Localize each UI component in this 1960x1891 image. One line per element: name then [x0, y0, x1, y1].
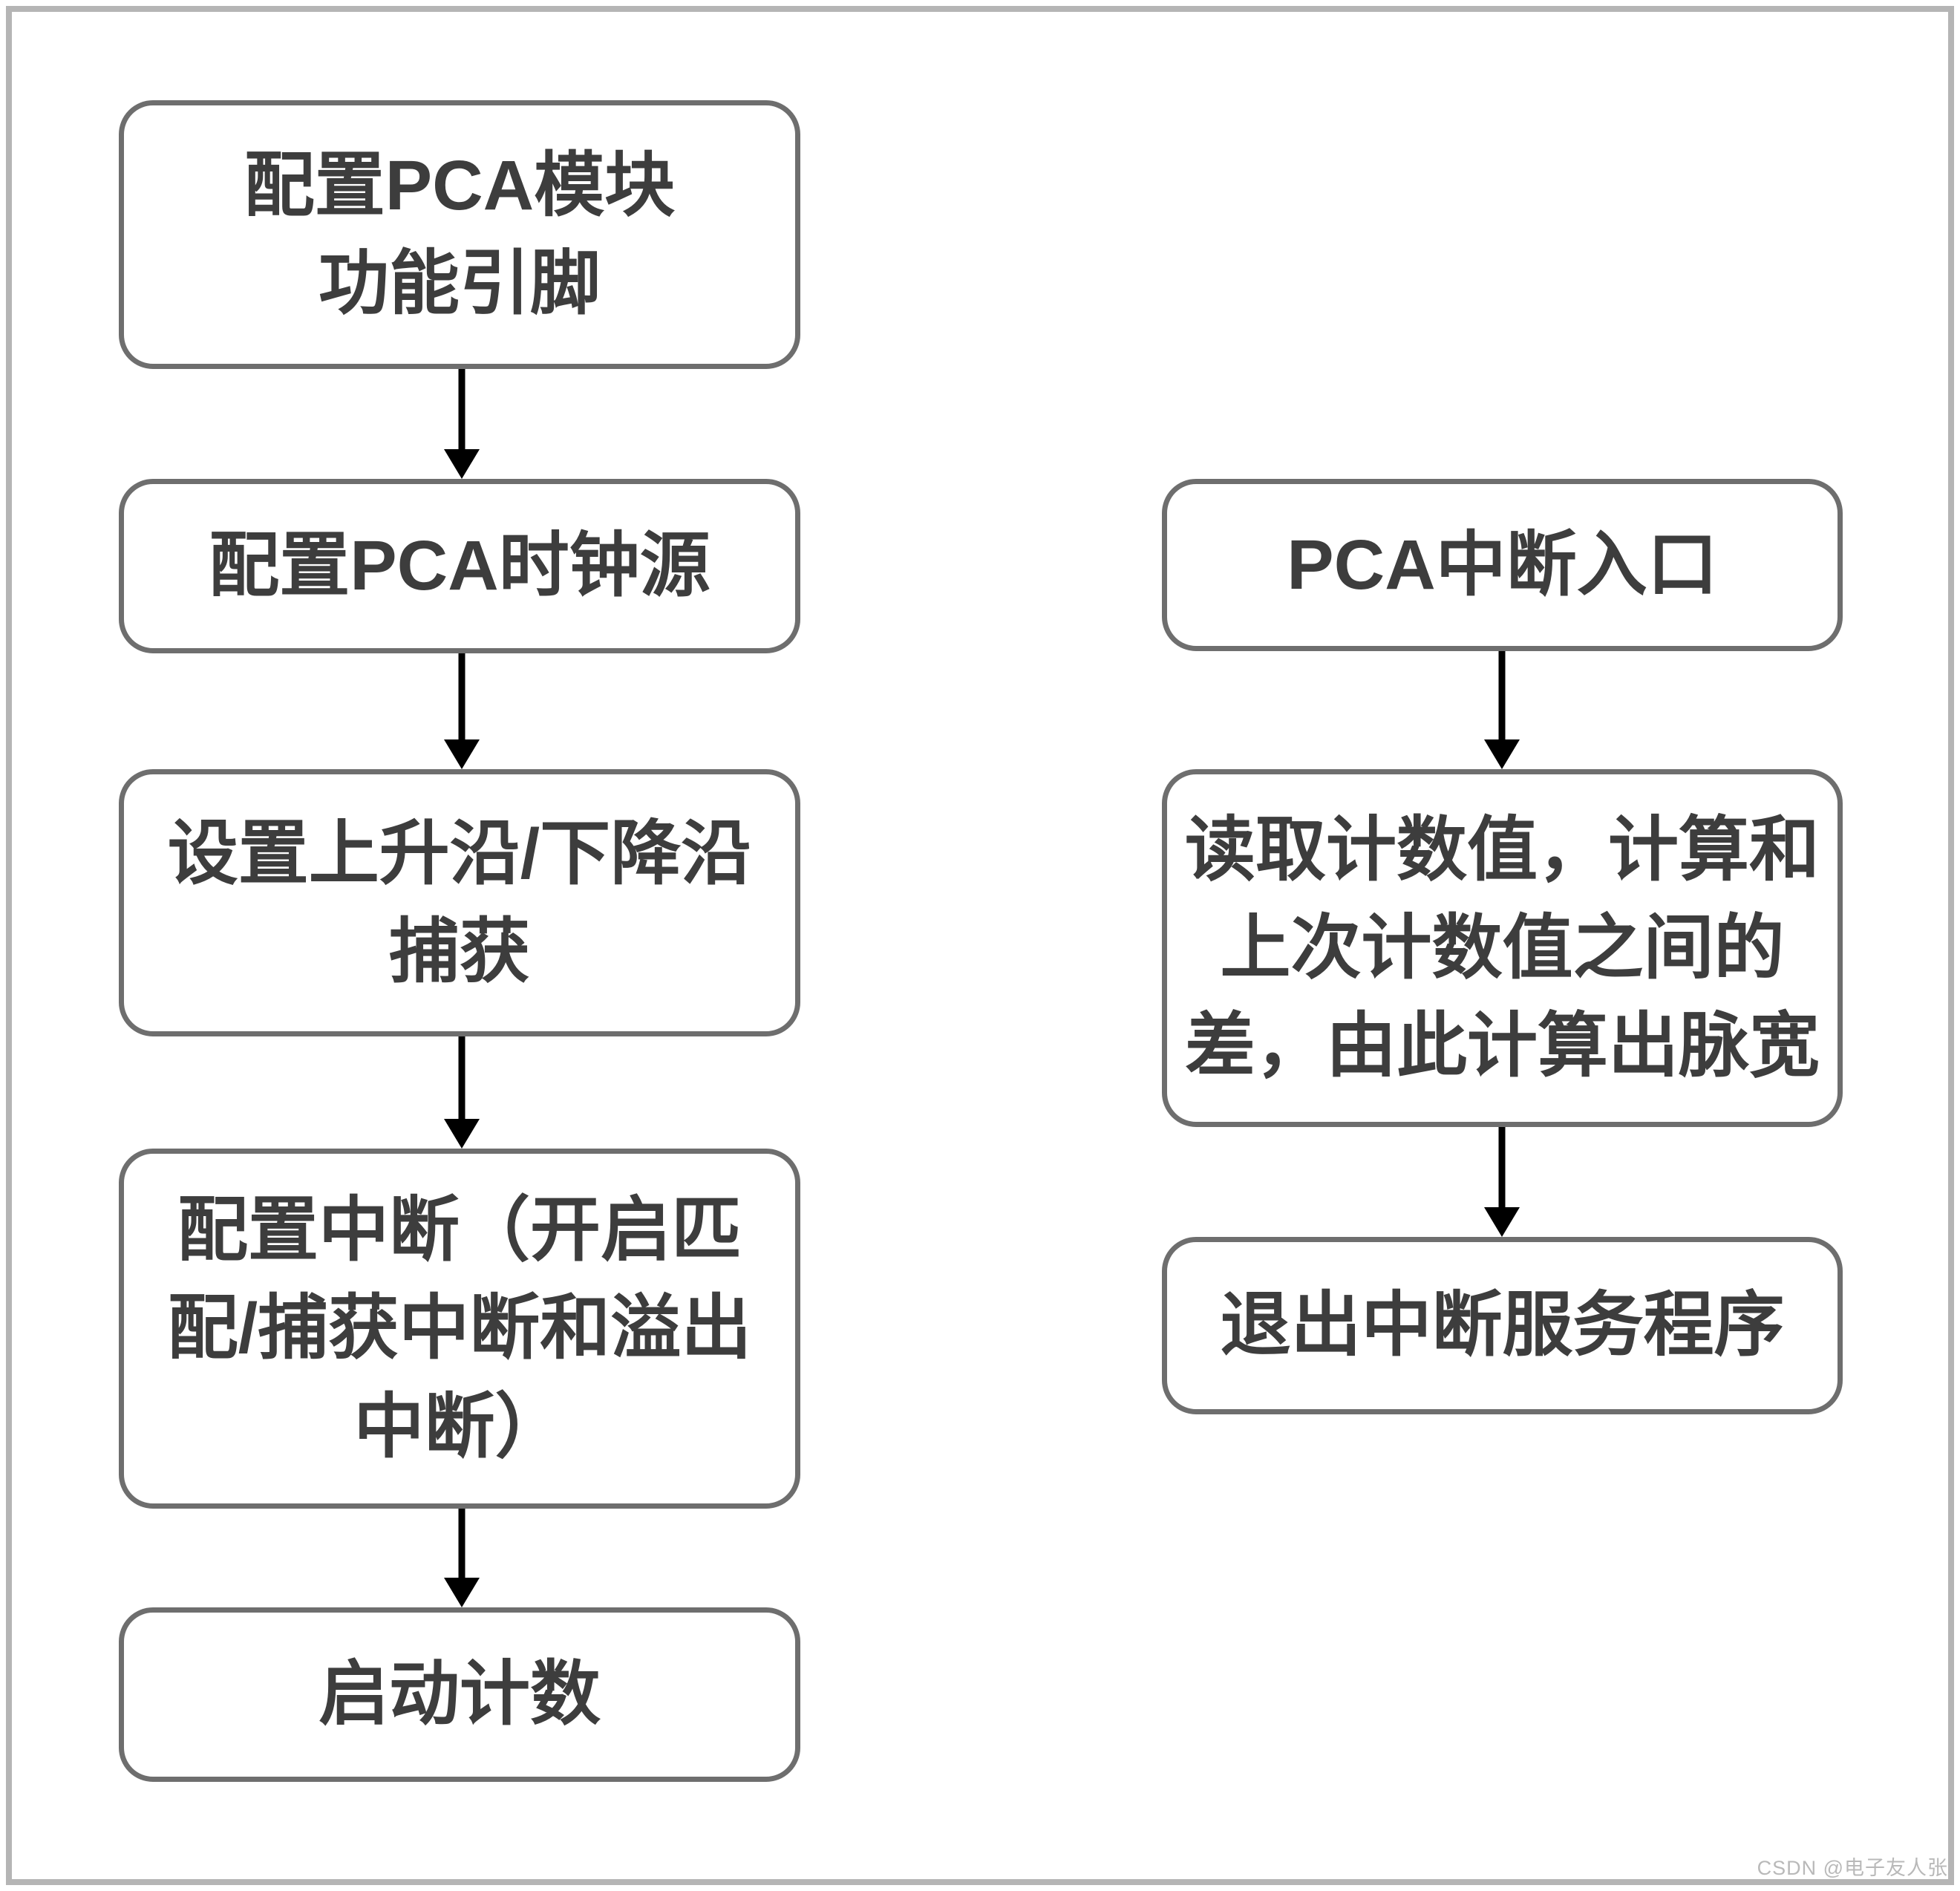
- arrow-shaft: [1498, 651, 1506, 741]
- flow-arrow-down-icon: [1484, 1127, 1520, 1237]
- arrow-head: [444, 449, 480, 479]
- flow-arrow-down-icon: [444, 1036, 480, 1149]
- flow-arrow-down-icon: [1484, 651, 1520, 769]
- arrow-shaft: [458, 1036, 466, 1120]
- flow-arrow-down-icon: [444, 653, 480, 769]
- flow-arrow-down-icon: [444, 1509, 480, 1607]
- flow-step-exit-interrupt-service: 退出中断服务程序: [1162, 1237, 1843, 1414]
- arrow-head: [1484, 739, 1520, 769]
- arrow-head: [444, 739, 480, 769]
- flow-step-start-counting: 启动计数: [119, 1607, 800, 1782]
- arrow-shaft: [458, 653, 466, 741]
- arrow-head: [444, 1578, 480, 1607]
- flow-step-configure-pca-pins: 配置PCA模块 功能引脚: [119, 100, 800, 369]
- arrow-head: [1484, 1207, 1520, 1237]
- flow-step-pca-interrupt-entry: PCA中断入口: [1162, 479, 1843, 651]
- arrow-head: [444, 1119, 480, 1149]
- arrow-shaft: [458, 1509, 466, 1579]
- watermark-text: CSDN @电子友人张: [1757, 1857, 1948, 1879]
- flow-arrow-down-icon: [444, 369, 480, 479]
- flow-step-configure-pca-clock: 配置PCA时钟源: [119, 479, 800, 653]
- flow-step-configure-interrupts: 配置中断（开启匹 配/捕获中断和溢出 中断）: [119, 1149, 800, 1509]
- flow-step-read-count-calc-pulse-width: 读取计数值，计算和 上次计数值之间的 差，由此计算出脉宽: [1162, 769, 1843, 1127]
- arrow-shaft: [1498, 1127, 1506, 1209]
- arrow-shaft: [458, 369, 466, 451]
- flow-step-set-edge-capture: 设置上升沿/下降沿 捕获: [119, 769, 800, 1036]
